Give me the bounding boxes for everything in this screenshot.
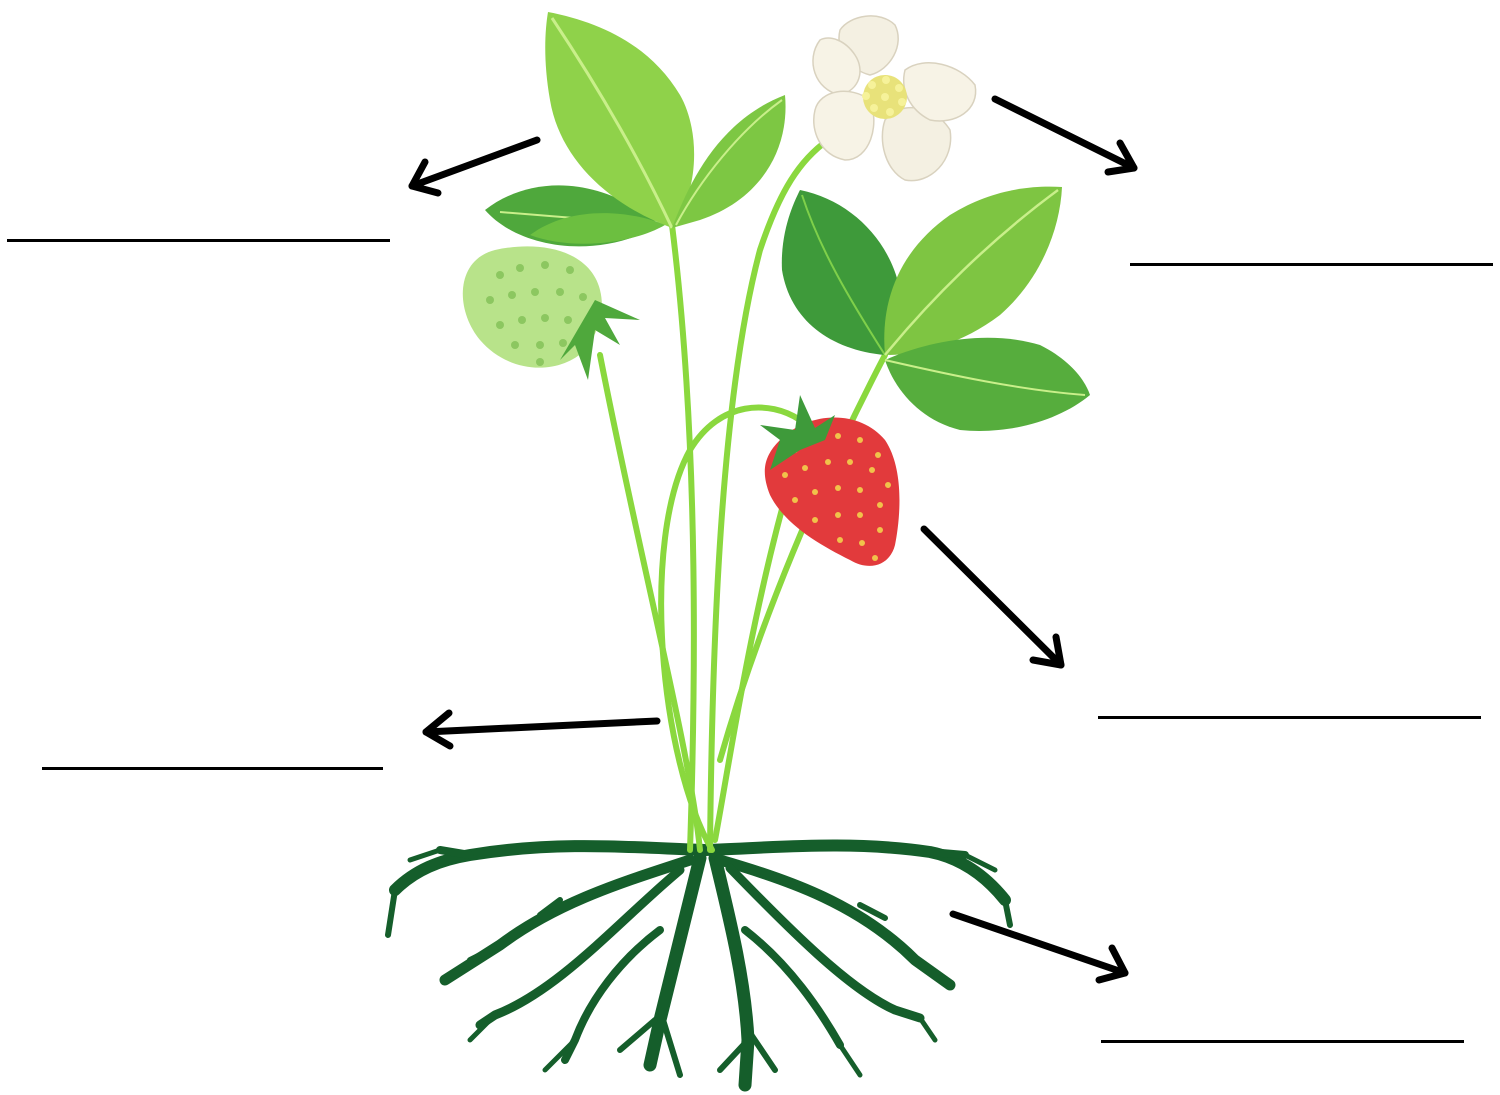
leaf-right-cluster bbox=[782, 187, 1090, 431]
arrow-leaf bbox=[412, 140, 537, 193]
blank-label-line-fruit[interactable] bbox=[1098, 716, 1481, 719]
flower bbox=[813, 16, 976, 181]
arrow-fruit bbox=[924, 529, 1061, 665]
blank-label-line-flower[interactable] bbox=[1130, 263, 1493, 266]
arrow-roots bbox=[953, 914, 1125, 980]
arrow-flower bbox=[995, 99, 1134, 172]
roots bbox=[388, 846, 1010, 1085]
blank-label-line-roots[interactable] bbox=[1101, 1040, 1464, 1043]
arrow-stem bbox=[426, 713, 657, 746]
blank-label-line-leaf[interactable] bbox=[7, 239, 390, 242]
blank-label-line-stem[interactable] bbox=[42, 767, 383, 770]
ripe-strawberry bbox=[760, 395, 899, 566]
unripe-strawberry bbox=[463, 246, 640, 380]
